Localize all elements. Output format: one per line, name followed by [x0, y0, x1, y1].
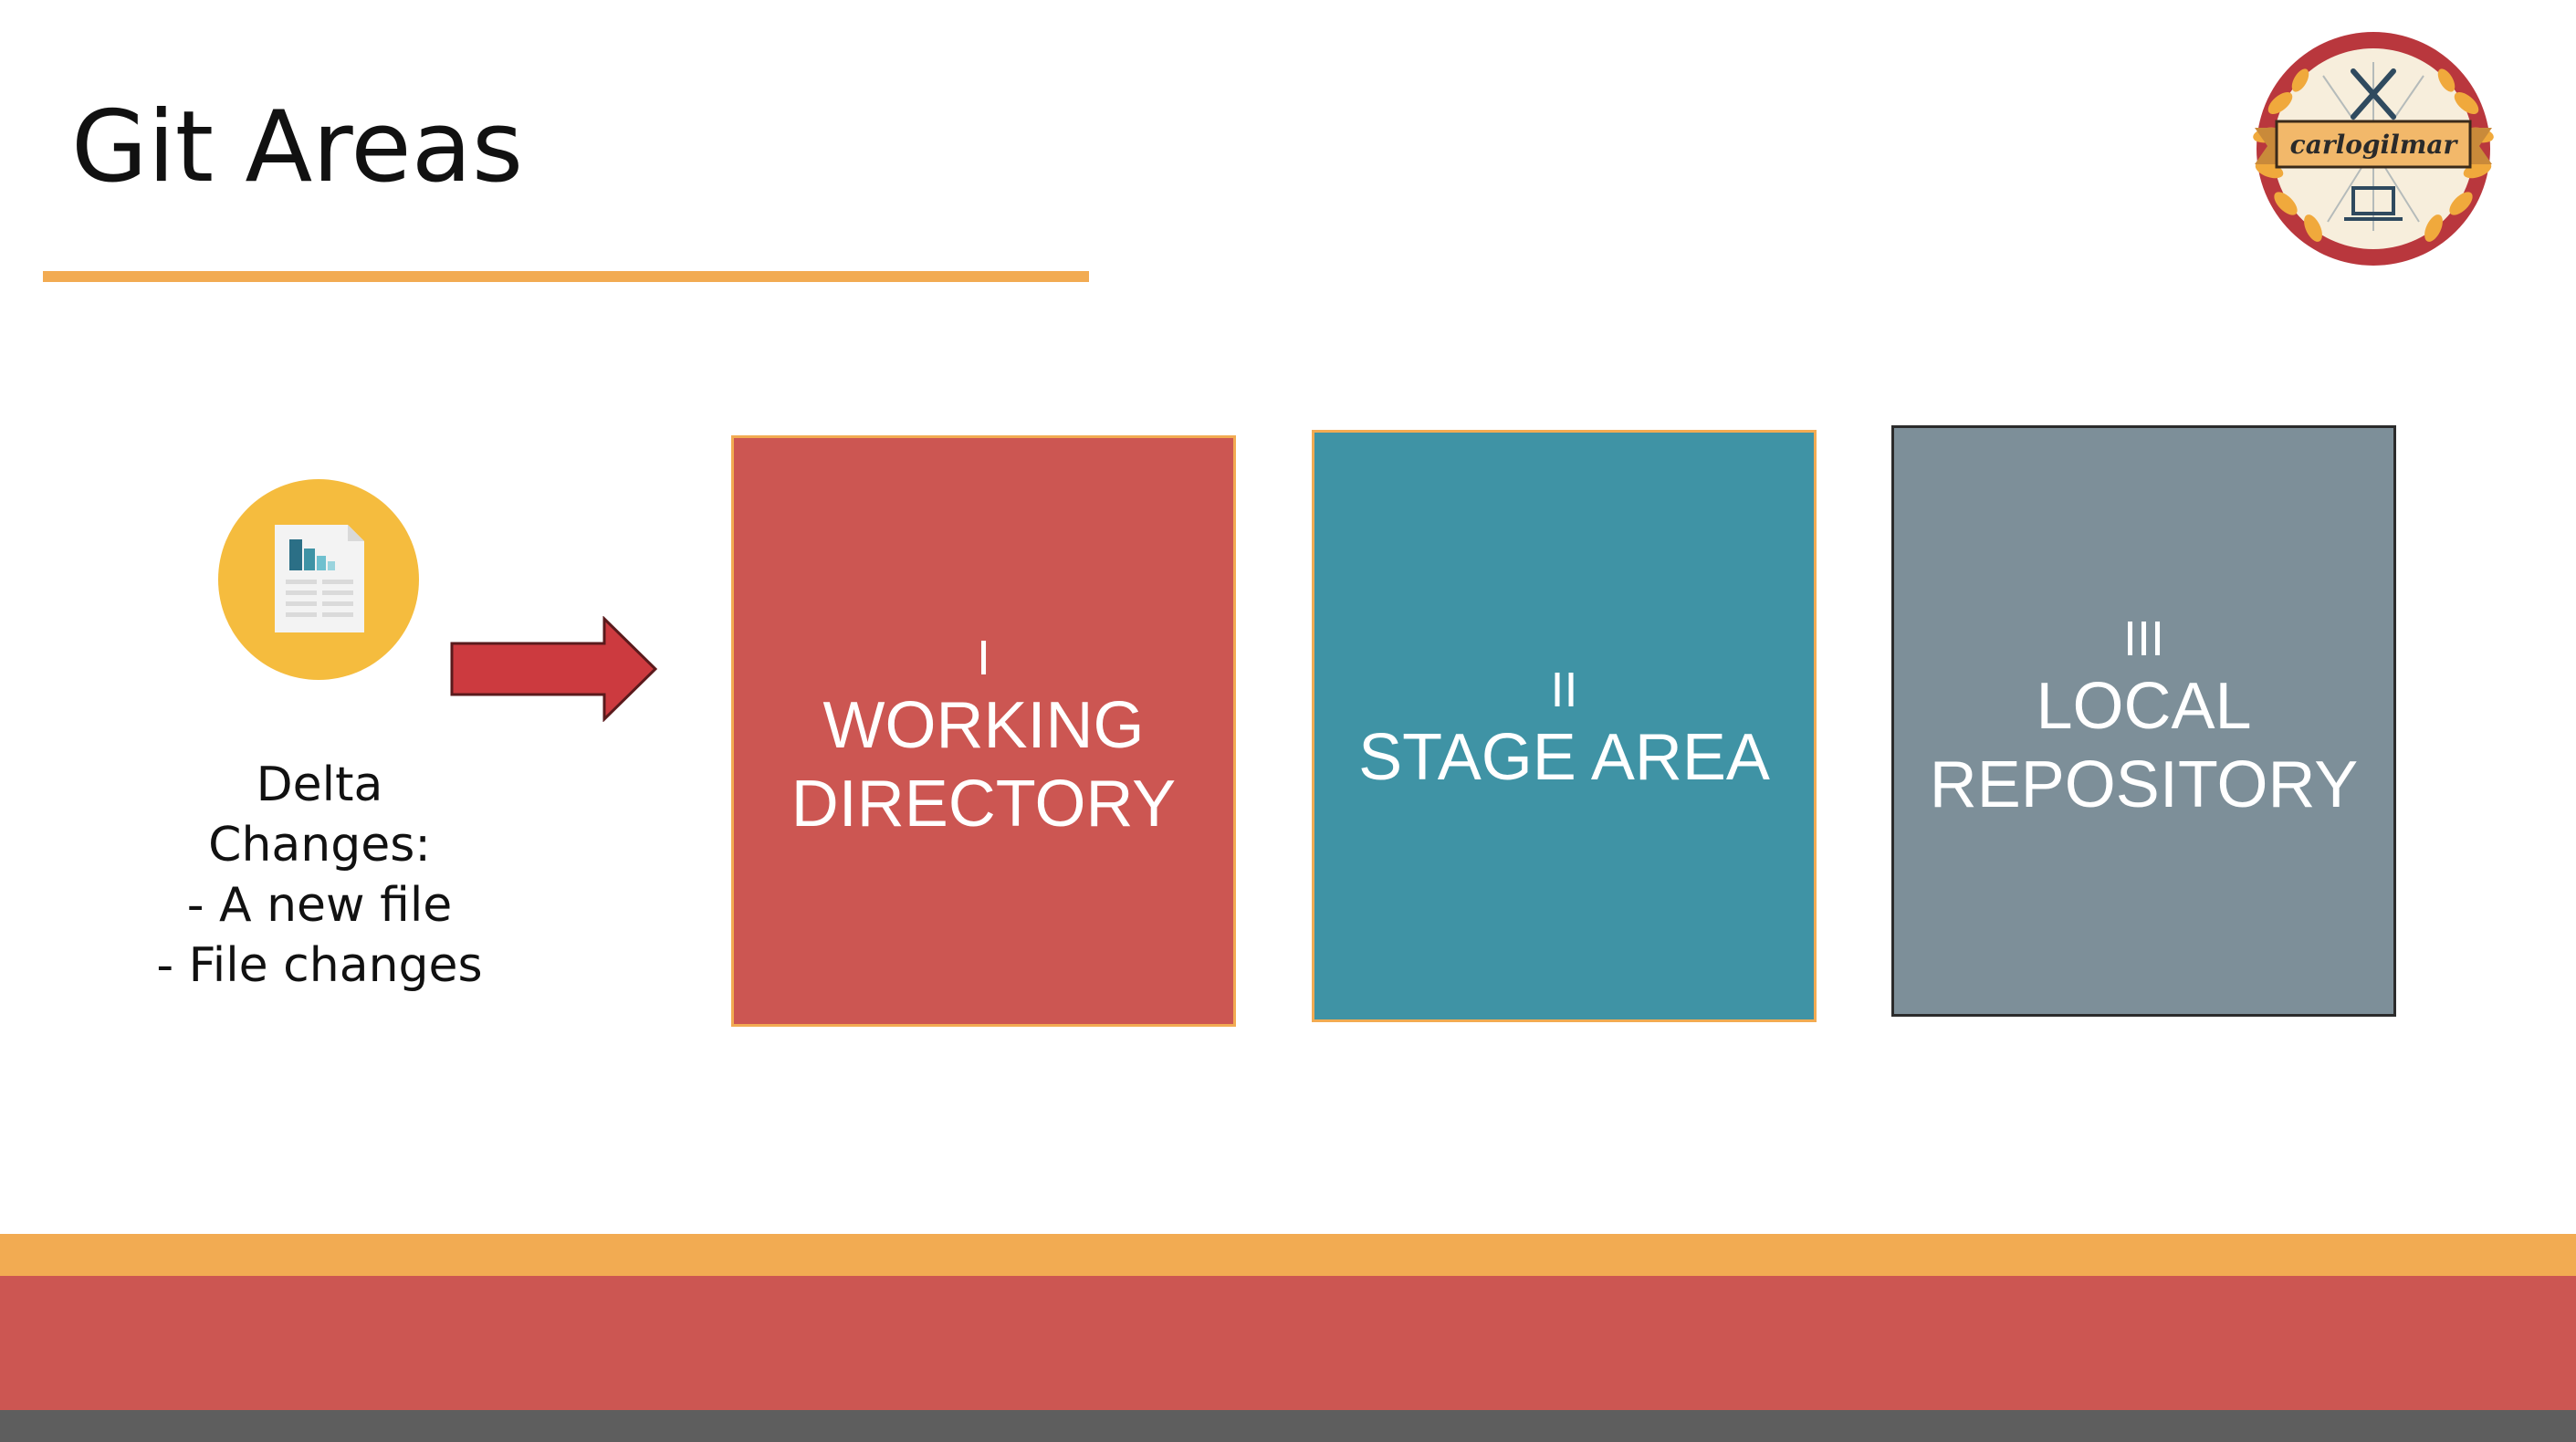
footer-band-gray — [0, 1410, 2576, 1442]
area-name: STAGE AREA — [1358, 721, 1770, 794]
title-underline — [43, 271, 1089, 282]
delta-line: - File changes — [156, 938, 483, 993]
delta-line: Changes: — [208, 818, 431, 873]
document-icon — [218, 479, 419, 680]
delta-changes-text: Delta Changes: - A new file - File chang… — [91, 755, 548, 996]
stage-area-box: II STAGE AREA — [1312, 430, 1817, 1022]
slide-title: Git Areas — [71, 90, 524, 204]
area-name: REPOSITORY — [1929, 748, 2359, 821]
area-number: I — [976, 631, 990, 685]
delta-line: Delta — [256, 758, 383, 812]
area-name: WORKING — [822, 689, 1145, 762]
logo-text: carlogilmar — [2290, 130, 2459, 160]
footer-band-red — [0, 1276, 2576, 1410]
working-directory-box: I WORKING DIRECTORY — [731, 435, 1236, 1027]
right-arrow-icon — [450, 616, 658, 722]
area-number: III — [2122, 611, 2164, 666]
area-number: II — [1550, 663, 1578, 717]
delta-line: - A new file — [186, 878, 453, 933]
area-name: DIRECTORY — [791, 768, 1177, 841]
local-repository-box: III LOCAL REPOSITORY — [1891, 425, 2396, 1017]
area-name: LOCAL — [2036, 670, 2252, 743]
badge-logo-icon: carlogilmar — [2253, 32, 2494, 266]
footer-band-orange — [0, 1234, 2576, 1276]
